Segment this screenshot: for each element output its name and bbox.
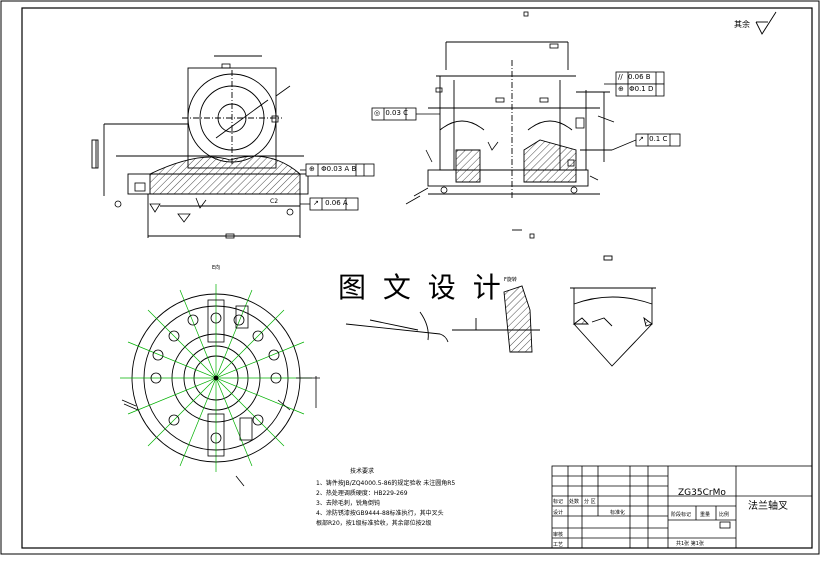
tb-count: 处数 [569,499,580,505]
tb-zone: 分 区 [584,499,596,505]
dimension-c2: C2 [270,198,279,205]
tolerance-value: 0.1 C [649,135,668,143]
sheet-frame-inner [21,7,813,549]
front-view [91,55,309,238]
tolerance-frame-3 [371,107,440,121]
concentricity-icon: ◎ [374,109,381,117]
tb-weight: 重量 [700,512,711,518]
side-view-markers [405,11,615,239]
parallelism-icon: // [618,73,623,81]
position-icon: ⊕ [309,165,315,173]
runout-icon: ↗ [313,199,319,207]
tolerance-text-4: // 0.06 B [618,74,651,81]
sheet-frame-outer [0,0,820,555]
tolerance-frame-4 [604,71,665,97]
watermark: 图 文 设 计 [338,271,505,304]
tb-process: 工艺 [553,542,564,548]
tech-req-item: 4、涂防锈漆按GB9444-88标准执行，其中叉头 [316,510,444,517]
tolerance-frame-1 [300,163,375,177]
view-label-f: F旋转 [504,277,517,283]
tolerance-frame-5 [611,133,681,151]
tech-req-title: 技术要求 [350,468,375,475]
tolerance-value: Φ0.1 D [629,85,654,93]
tolerance-text-6: ↗ 0.1 C [638,136,667,143]
tb-standardize: 标准化 [610,510,626,516]
tech-req-item: 1、铸件按JB/ZQ4000.5-86的规定验收 未注圆角R5 [316,480,456,487]
tolerance-text-2: ↗ 0.06 A [313,200,348,207]
tech-req-item: 3、去除毛刺，锐角倒钝 [316,500,380,507]
tolerance-value: 0.06 B [627,73,651,81]
runout-icon: ↗ [638,135,644,143]
tb-sheet-info: 共1张 第1张 [676,541,704,547]
view-label-e: E向 [212,265,221,271]
tolerance-text-3: ◎ 0.03 C [374,110,408,117]
detail-sections [345,255,656,367]
tb-design: 设计 [553,510,564,516]
tb-mark: 标记 [553,499,564,505]
tb-stage-mark: 阶段标记 [671,512,692,518]
front-view-markers [114,63,294,239]
title-block [551,465,813,549]
part-name: 法兰轴叉 [748,501,788,512]
roughness-symbol [755,11,777,35]
material-label: ZG35CrMo [678,488,726,498]
tech-req-item: 根部R20，按1级标准验收，其余部位按2级 [316,520,432,527]
tech-req-item: 2、热处理调质硬度：HB229-269 [316,490,408,497]
tolerance-frame-2 [300,197,359,211]
tb-scale: 比例 [719,512,730,518]
position-icon: ⊕ [618,85,624,93]
roughness-label: 其余 [734,20,750,29]
bottom-view-bolt-holes [150,312,282,444]
tolerance-value: Φ0.03 A B [321,165,357,173]
tolerance-text-1: ⊕ Φ0.03 A B [309,166,356,173]
bottom-view-markers [121,299,320,487]
side-view [427,41,612,231]
tolerance-text-5: ⊕ Φ0.1 D [618,86,653,93]
tb-review: 审核 [553,532,564,538]
tolerance-value: 0.06 A [325,199,348,207]
tolerance-value: 0.03 C [385,109,409,117]
